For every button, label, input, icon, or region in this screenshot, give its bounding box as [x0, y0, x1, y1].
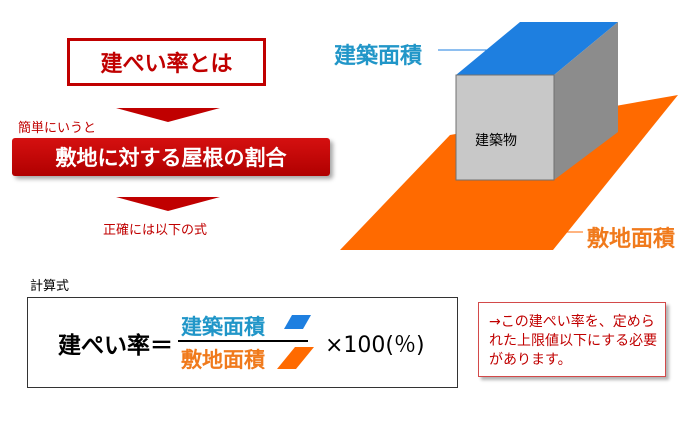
roof-parallelogram-icon	[284, 315, 311, 329]
formula-denominator: 敷地面積	[181, 348, 265, 372]
building-side-face	[554, 22, 618, 180]
title-box: 建ぺい率とは	[67, 38, 266, 86]
title-text: 建ぺい率とは	[100, 52, 233, 77]
down-arrow-2-icon	[116, 197, 220, 211]
formula-lhs: 建ぺい率＝	[58, 333, 173, 359]
building-area-label: 建築面積	[334, 44, 423, 69]
formula-multiplier: ×100(％)	[325, 333, 425, 358]
building-illustration	[340, 22, 678, 250]
note-text: →この建ぺい率を、定められた上限値以下にする必要があります。	[489, 314, 658, 368]
formula-caption: 正確には以下の式	[103, 223, 208, 238]
building-label: 建築物	[475, 133, 517, 149]
fraction-line	[178, 340, 308, 342]
definition-band: 敷地に対する屋根の割合	[12, 138, 330, 176]
site-area-label: 敷地面積	[587, 227, 676, 252]
note-box: →この建ぺい率を、定められた上限値以下にする必要があります。	[478, 302, 666, 377]
definition-text: 敷地に対する屋根の割合	[55, 146, 287, 170]
formula-box	[27, 297, 458, 388]
down-arrow-1-icon	[116, 108, 220, 122]
roof-shape	[456, 22, 618, 75]
simply-label: 簡単にいうと	[18, 121, 97, 136]
calc-section-label: 計算式	[30, 279, 70, 294]
formula-numerator: 建築面積	[181, 315, 265, 339]
building-front-face	[455, 74, 555, 181]
site-parallelogram-icon	[277, 347, 314, 369]
